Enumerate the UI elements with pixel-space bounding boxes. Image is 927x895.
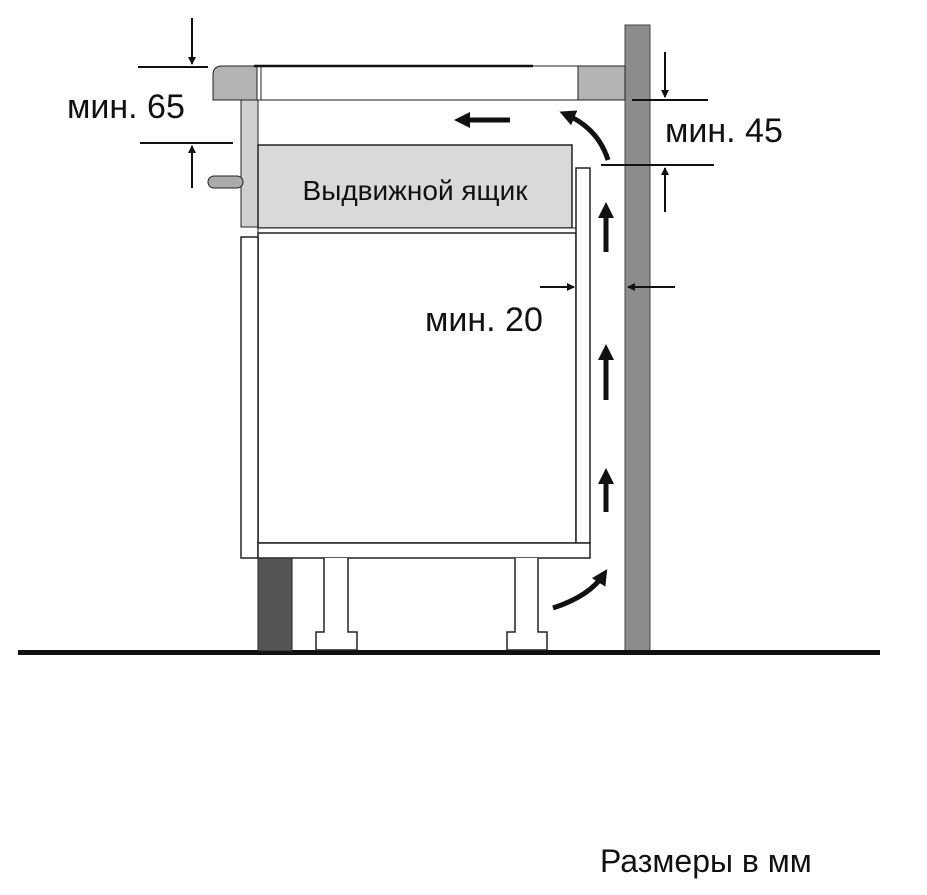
hob [212,64,626,101]
drawer-label: Выдвижной ящик [303,175,529,206]
dimension-wall-gap-label: мин. 20 [425,301,543,339]
drawer [257,144,573,229]
front-panel-upper [240,99,259,228]
cabinet-leg [506,558,548,651]
plinth [257,557,293,652]
dimension-rear [601,52,714,212]
dimension-front [138,18,233,188]
dimension-front-label: мин. 65 [67,88,185,126]
wall [624,24,651,653]
floor [18,650,880,655]
airflow-arrows [454,110,614,611]
cabinet-leg [315,558,358,651]
airflow-arrow-curve-top [559,110,611,161]
dimension-rear-label: мин. 45 [665,112,783,150]
airflow-arrow-curve-bottom [552,568,608,611]
drawer-handle [207,175,244,189]
cabinet [240,167,591,559]
units-caption: Размеры в мм [600,843,812,879]
